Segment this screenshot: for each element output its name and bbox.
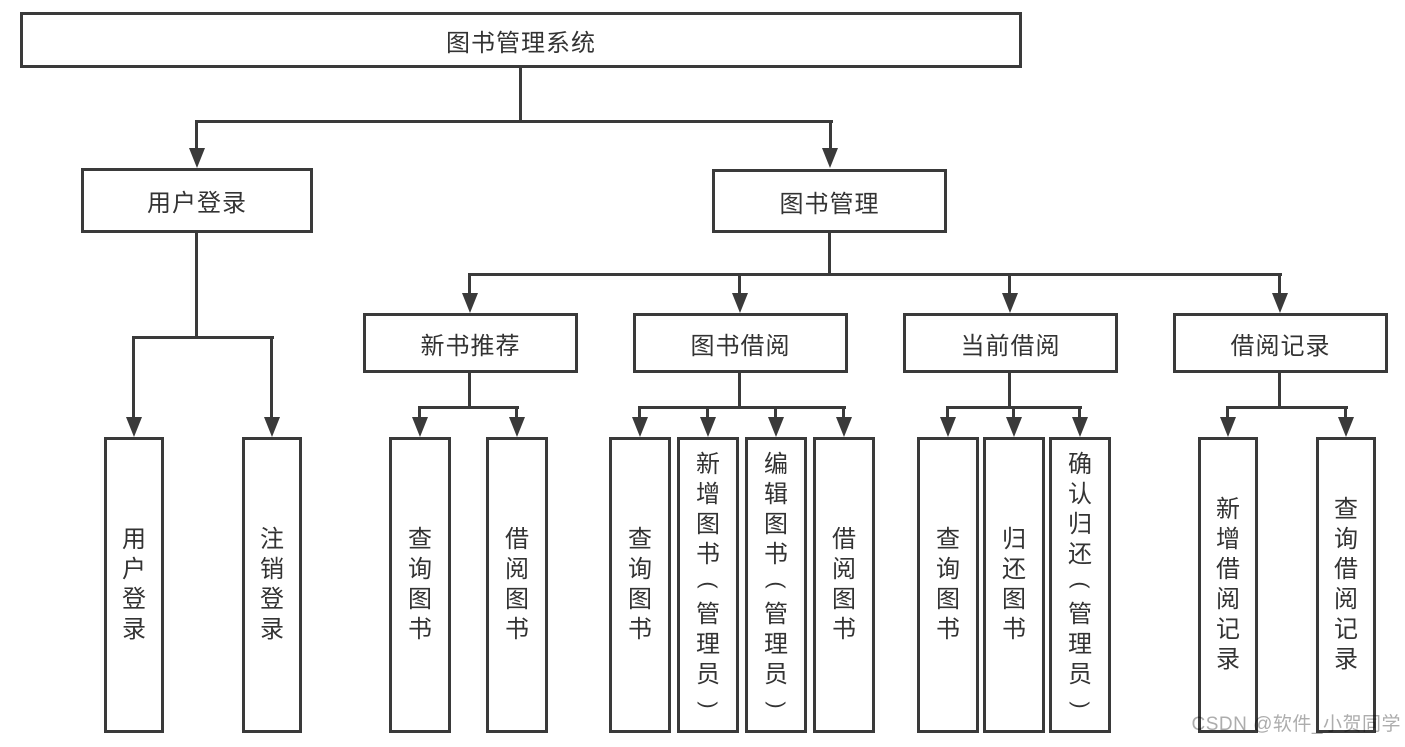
- arrow-down-icon: [1002, 293, 1018, 313]
- leaf-query-books-3: 查询图书: [917, 437, 979, 733]
- node-user-login: 用户登录: [81, 168, 313, 233]
- node-book-borrow: 图书借阅: [633, 313, 848, 373]
- connector-line: [195, 120, 198, 152]
- connector-line: [828, 233, 831, 276]
- connector-line: [1008, 273, 1011, 295]
- node-label: 查询图书: [408, 526, 432, 643]
- connector-line: [1278, 373, 1281, 409]
- leaf-logout: 注销登录: [242, 437, 302, 733]
- arrow-down-icon: [836, 417, 852, 437]
- arrow-down-icon: [126, 417, 142, 437]
- connector-line: [738, 273, 741, 295]
- node-label: 图书管理系统: [446, 29, 596, 57]
- connector-line: [195, 233, 198, 339]
- connector-line: [1226, 406, 1348, 409]
- node-label: 查询图书: [936, 526, 960, 643]
- node-label: 用户登录: [122, 526, 146, 643]
- arrow-down-icon: [189, 148, 205, 168]
- connector-line: [829, 120, 832, 152]
- leaf-query-books-2: 查询图书: [609, 437, 671, 733]
- connector-line: [638, 406, 641, 420]
- node-borrow-records: 借阅记录: [1173, 313, 1388, 373]
- node-label: 查询图书: [628, 526, 652, 643]
- leaf-borrow-books-1: 借阅图书: [486, 437, 548, 733]
- connector-line: [515, 406, 518, 420]
- node-label: 新书推荐: [420, 332, 521, 360]
- arrow-down-icon: [1220, 417, 1236, 437]
- connector-line: [1008, 373, 1011, 409]
- node-label: 借阅图书: [505, 526, 529, 643]
- connector-line: [418, 406, 519, 409]
- arrow-down-icon: [822, 148, 838, 168]
- leaf-query-books-1: 查询图书: [389, 437, 451, 733]
- connector-line: [1226, 406, 1229, 420]
- arrow-down-icon: [1338, 417, 1354, 437]
- leaf-return-books: 归还图书: [983, 437, 1045, 733]
- arrow-down-icon: [732, 293, 748, 313]
- node-label: 注销登录: [260, 526, 284, 643]
- arrow-down-icon: [768, 417, 784, 437]
- leaf-query-borrow-record: 查询借阅记录: [1316, 437, 1376, 733]
- connector-line: [1278, 273, 1281, 295]
- node-label: 图书借阅: [690, 332, 791, 360]
- arrow-down-icon: [264, 417, 280, 437]
- connector-line: [738, 373, 741, 409]
- leaf-confirm-return-admin: 确认归还(管理员): [1049, 437, 1111, 733]
- node-book-management: 图书管理: [712, 169, 947, 233]
- arrow-down-icon: [509, 417, 525, 437]
- connector-line: [132, 336, 274, 339]
- arrow-down-icon: [940, 417, 956, 437]
- node-label: 归还图书: [1002, 526, 1026, 643]
- connector-line: [1012, 406, 1015, 420]
- node-label: 借阅图书: [832, 526, 856, 643]
- leaf-user-login: 用户登录: [104, 437, 164, 733]
- node-current-borrow: 当前借阅: [903, 313, 1118, 373]
- connector-line: [418, 406, 421, 420]
- connector-line: [774, 406, 777, 420]
- connector-line: [132, 336, 135, 420]
- node-label: 当前借阅: [960, 332, 1061, 360]
- connector-line: [195, 120, 833, 123]
- node-new-book-recommend: 新书推荐: [363, 313, 578, 373]
- csdn-watermark: CSDN @软件_小贺同学: [1191, 714, 1401, 735]
- connector-line: [468, 373, 471, 409]
- leaf-add-books-admin: 新增图书(管理员): [677, 437, 739, 733]
- arrow-down-icon: [632, 417, 648, 437]
- node-label: 图书管理: [779, 190, 880, 218]
- arrow-down-icon: [1006, 417, 1022, 437]
- leaf-edit-books-admin: 编辑图书(管理员): [745, 437, 807, 733]
- connector-line: [946, 406, 949, 420]
- arrow-down-icon: [1072, 417, 1088, 437]
- leaf-borrow-books-2: 借阅图书: [813, 437, 875, 733]
- connector-line: [1344, 406, 1347, 420]
- connector-line: [842, 406, 845, 420]
- node-label: 查询借阅记录: [1334, 496, 1358, 673]
- node-label: 新增图书(管理员): [696, 451, 720, 709]
- arrow-down-icon: [412, 417, 428, 437]
- node-label: 编辑图书(管理员): [764, 451, 788, 709]
- node-label: 用户登录: [147, 190, 247, 217]
- arrow-down-icon: [462, 293, 478, 313]
- node-label: 确认归还(管理员): [1068, 451, 1092, 709]
- node-label: 借阅记录: [1230, 332, 1331, 360]
- node-label: 新增借阅记录: [1216, 496, 1240, 673]
- connector-line: [1078, 406, 1081, 420]
- connector-line: [468, 273, 471, 295]
- leaf-add-borrow-record: 新增借阅记录: [1198, 437, 1258, 733]
- connector-line: [270, 336, 273, 420]
- connector-line: [519, 68, 522, 120]
- connector-line: [468, 273, 1282, 276]
- node-library-management-system: 图书管理系统: [20, 12, 1022, 68]
- connector-line: [638, 406, 846, 409]
- arrow-down-icon: [700, 417, 716, 437]
- connector-line: [706, 406, 709, 420]
- arrow-down-icon: [1272, 293, 1288, 313]
